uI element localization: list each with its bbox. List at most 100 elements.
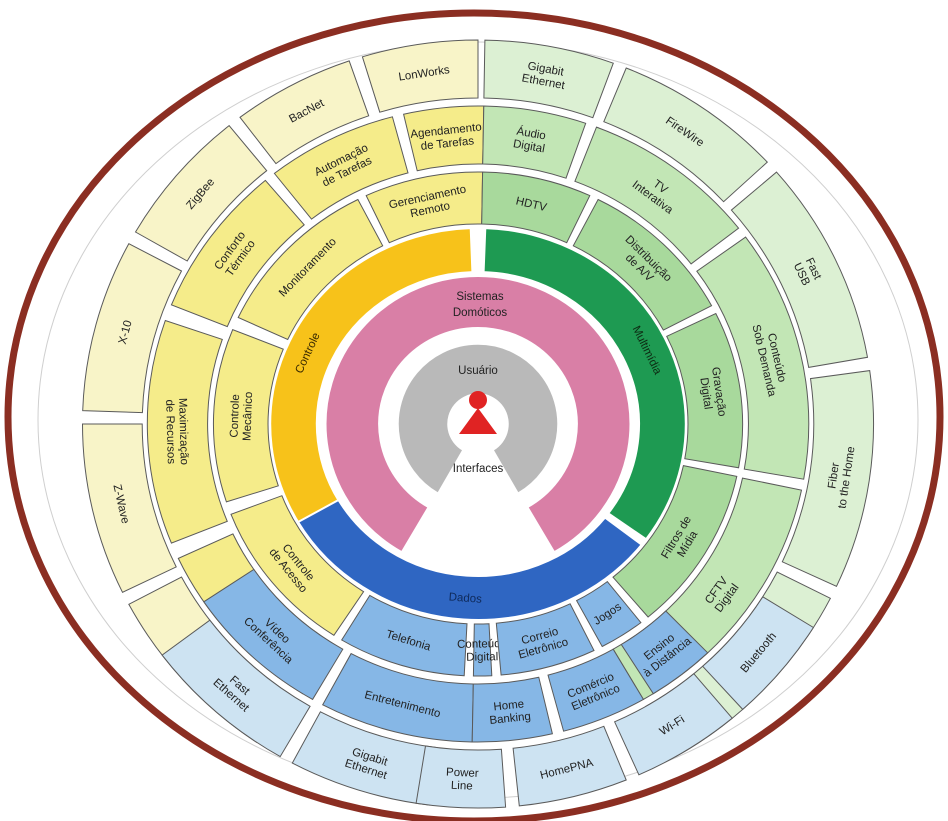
box-fast-usb: FastUSB	[730, 171, 869, 368]
box-home-banking-shape	[471, 676, 554, 743]
box-maximizacao-de-recursos: Maximizaçãode Recursos	[146, 319, 228, 544]
box-home-banking-label-line: Home	[493, 698, 525, 713]
sector-multimidia-shape	[482, 227, 687, 541]
sector-controle: Controle	[269, 227, 474, 547]
box-power-line: PowerLine	[415, 745, 507, 809]
box-audio-digital: ÁudioDigital	[482, 105, 587, 179]
box-correio-eletronico-shape	[495, 603, 595, 676]
box-audio-digital-label-line: Áudio	[516, 125, 547, 143]
box-conteudo-digital-label-line: Digital	[466, 651, 498, 664]
box-gravacao-digital-label: GravaçãoDigital	[696, 366, 728, 419]
box-home-banking: HomeBanking	[471, 676, 554, 743]
box-agendamento-de-tarefas: Agendamentode Tarefas	[402, 105, 485, 172]
box-controle-mecanico-label: ControleMecânico	[228, 391, 255, 441]
box-zigbee: ZigBee	[134, 124, 268, 262]
box-x-10-shape	[82, 243, 183, 414]
box-audio-digital-label-line: Digital	[512, 138, 546, 155]
center-title-line-1: Sistemas	[456, 291, 504, 303]
box-entretenimento-shape	[322, 652, 474, 743]
box-home-banking-label: HomeBanking	[488, 698, 532, 727]
box-fiber-to-the-home-label-line: Fiber	[826, 462, 842, 490]
box-z-wave: Z-Wave	[81, 423, 177, 593]
user-label: Usuário	[458, 365, 498, 377]
box-monitoramento-shape	[237, 198, 384, 341]
box-bluetooth-shape	[701, 596, 815, 711]
box-controle-mecanico-shape	[212, 328, 284, 503]
box-entretenimento: Entretenimento	[322, 652, 474, 743]
box-gigabit-ethernet-shape	[483, 39, 614, 119]
box-firewire-shape	[603, 67, 769, 203]
box-audio-digital-shape	[482, 105, 587, 179]
box-filtros-de-midia-shape	[612, 465, 738, 618]
box-wi-fi-shape	[613, 673, 733, 776]
box-conteudo-digital: ConteúdoDigital	[457, 623, 507, 677]
box-gigabit-ethernet: GigabitEthernet	[483, 39, 614, 119]
box-gigabit-ethernet: GigabitEthernet	[291, 711, 438, 806]
box-telefonia: Telefonia	[340, 594, 468, 677]
box-power-line-label-line: Power	[446, 766, 479, 779]
sector-controle-shape	[269, 227, 474, 547]
box-jogos: Jogos	[575, 580, 642, 648]
box-gravacao-digital-label-line: Digital	[697, 377, 713, 410]
box-power-line-shape	[415, 745, 507, 809]
box-home-banking-label-line: Banking	[489, 711, 532, 727]
box-ensino-a-distancia-shape	[620, 610, 709, 695]
box-bacnet: BacNet	[239, 60, 370, 165]
box-video-conferencia: VídeoConferência	[203, 568, 344, 701]
box-maximizacao-de-recursos-label-line: Maximização	[176, 398, 190, 465]
box-video-conferencia-shape	[203, 568, 344, 701]
box-maximizacao-de-recursos-label: Maximizaçãode Recursos	[163, 398, 190, 466]
box-conforto-termico-shape	[170, 179, 305, 328]
box-firewire: FireWire	[603, 67, 769, 203]
box-conteudo-digital-label: ConteúdoDigital	[457, 638, 507, 664]
box-ensino-a-distancia: Ensinoà Distância	[620, 610, 709, 695]
box-bluetooth: Bluetooth	[701, 596, 815, 711]
interfaces-label: Interfaces	[453, 463, 504, 475]
box-agendamento-de-tarefas-label-line: de Tarefas	[420, 135, 475, 153]
box-power-line-label-line: Line	[451, 780, 473, 793]
box-conforto-termico: ConfortoTérmico	[170, 179, 305, 328]
box-correio-eletronico: CorreioEletrônico	[495, 603, 595, 676]
box-conteudo-digital-shape	[472, 623, 493, 677]
box-audio-digital-label: ÁudioDigital	[512, 124, 548, 155]
box-lonworks: LonWorks	[361, 39, 479, 113]
box-gigabit-ethernet-shape	[291, 711, 438, 806]
box-filtros-de-midia: Filtros deMídia	[612, 465, 738, 618]
box-conteudo-sob-demanda-shape	[696, 236, 810, 480]
box-x-10: X-10	[82, 243, 183, 414]
center-title-line-2: Domóticos	[453, 307, 508, 319]
box-automacao-de-tarefas: Automaçãode Tarefas	[273, 116, 409, 220]
sector-multimidia: Multimídia	[482, 227, 687, 541]
box-homepna-shape	[512, 725, 627, 807]
box-fast-ethernet-shape	[161, 619, 311, 758]
user-icon	[459, 391, 497, 434]
box-controle-mecanico: ControleMecânico	[212, 328, 284, 503]
box-hdtv-shape	[481, 171, 591, 244]
box-controle-mecanico-label-line: Controle	[229, 394, 243, 438]
box-distribuicao-de-a-v-shape	[572, 198, 713, 331]
user-head-icon	[469, 391, 487, 409]
box-gravacao-digital: GravaçãoDigital	[666, 312, 744, 469]
user-body-icon	[459, 408, 497, 434]
box-maximizacao-de-recursos-label-line: de Recursos	[163, 399, 177, 464]
sector-dados-label: Dados	[448, 591, 482, 605]
box-gravacao-digital-shape	[666, 312, 744, 469]
box-tv-interativa-shape	[574, 126, 740, 265]
box-fiber-to-the-home-shape	[781, 370, 874, 587]
box-conteudo-sob-demanda: ConteúdoSob Demanda	[696, 236, 810, 480]
gray-ring	[397, 343, 559, 495]
box-conteudo-digital-label-line: Conteúdo	[457, 638, 507, 651]
box-homepna: HomePNA	[512, 725, 627, 807]
sector-dados-shape	[296, 498, 644, 621]
box-controle-de-acesso-shape	[230, 495, 365, 636]
box-controle-mecanico-label-line: Mecânico	[241, 392, 255, 442]
box-comercio-eletronico: ComércioEletrônico	[547, 648, 645, 732]
box-z-wave-shape	[81, 423, 177, 593]
box-lonworks-shape	[361, 39, 479, 113]
box-fiber-to-the-home: Fiberto the Home	[781, 370, 874, 587]
box-zigbee-shape	[134, 124, 268, 262]
box-comercio-eletronico-shape	[547, 648, 645, 732]
center-group: Sistemas Domóticos Usuário Interfaces	[324, 275, 632, 554]
